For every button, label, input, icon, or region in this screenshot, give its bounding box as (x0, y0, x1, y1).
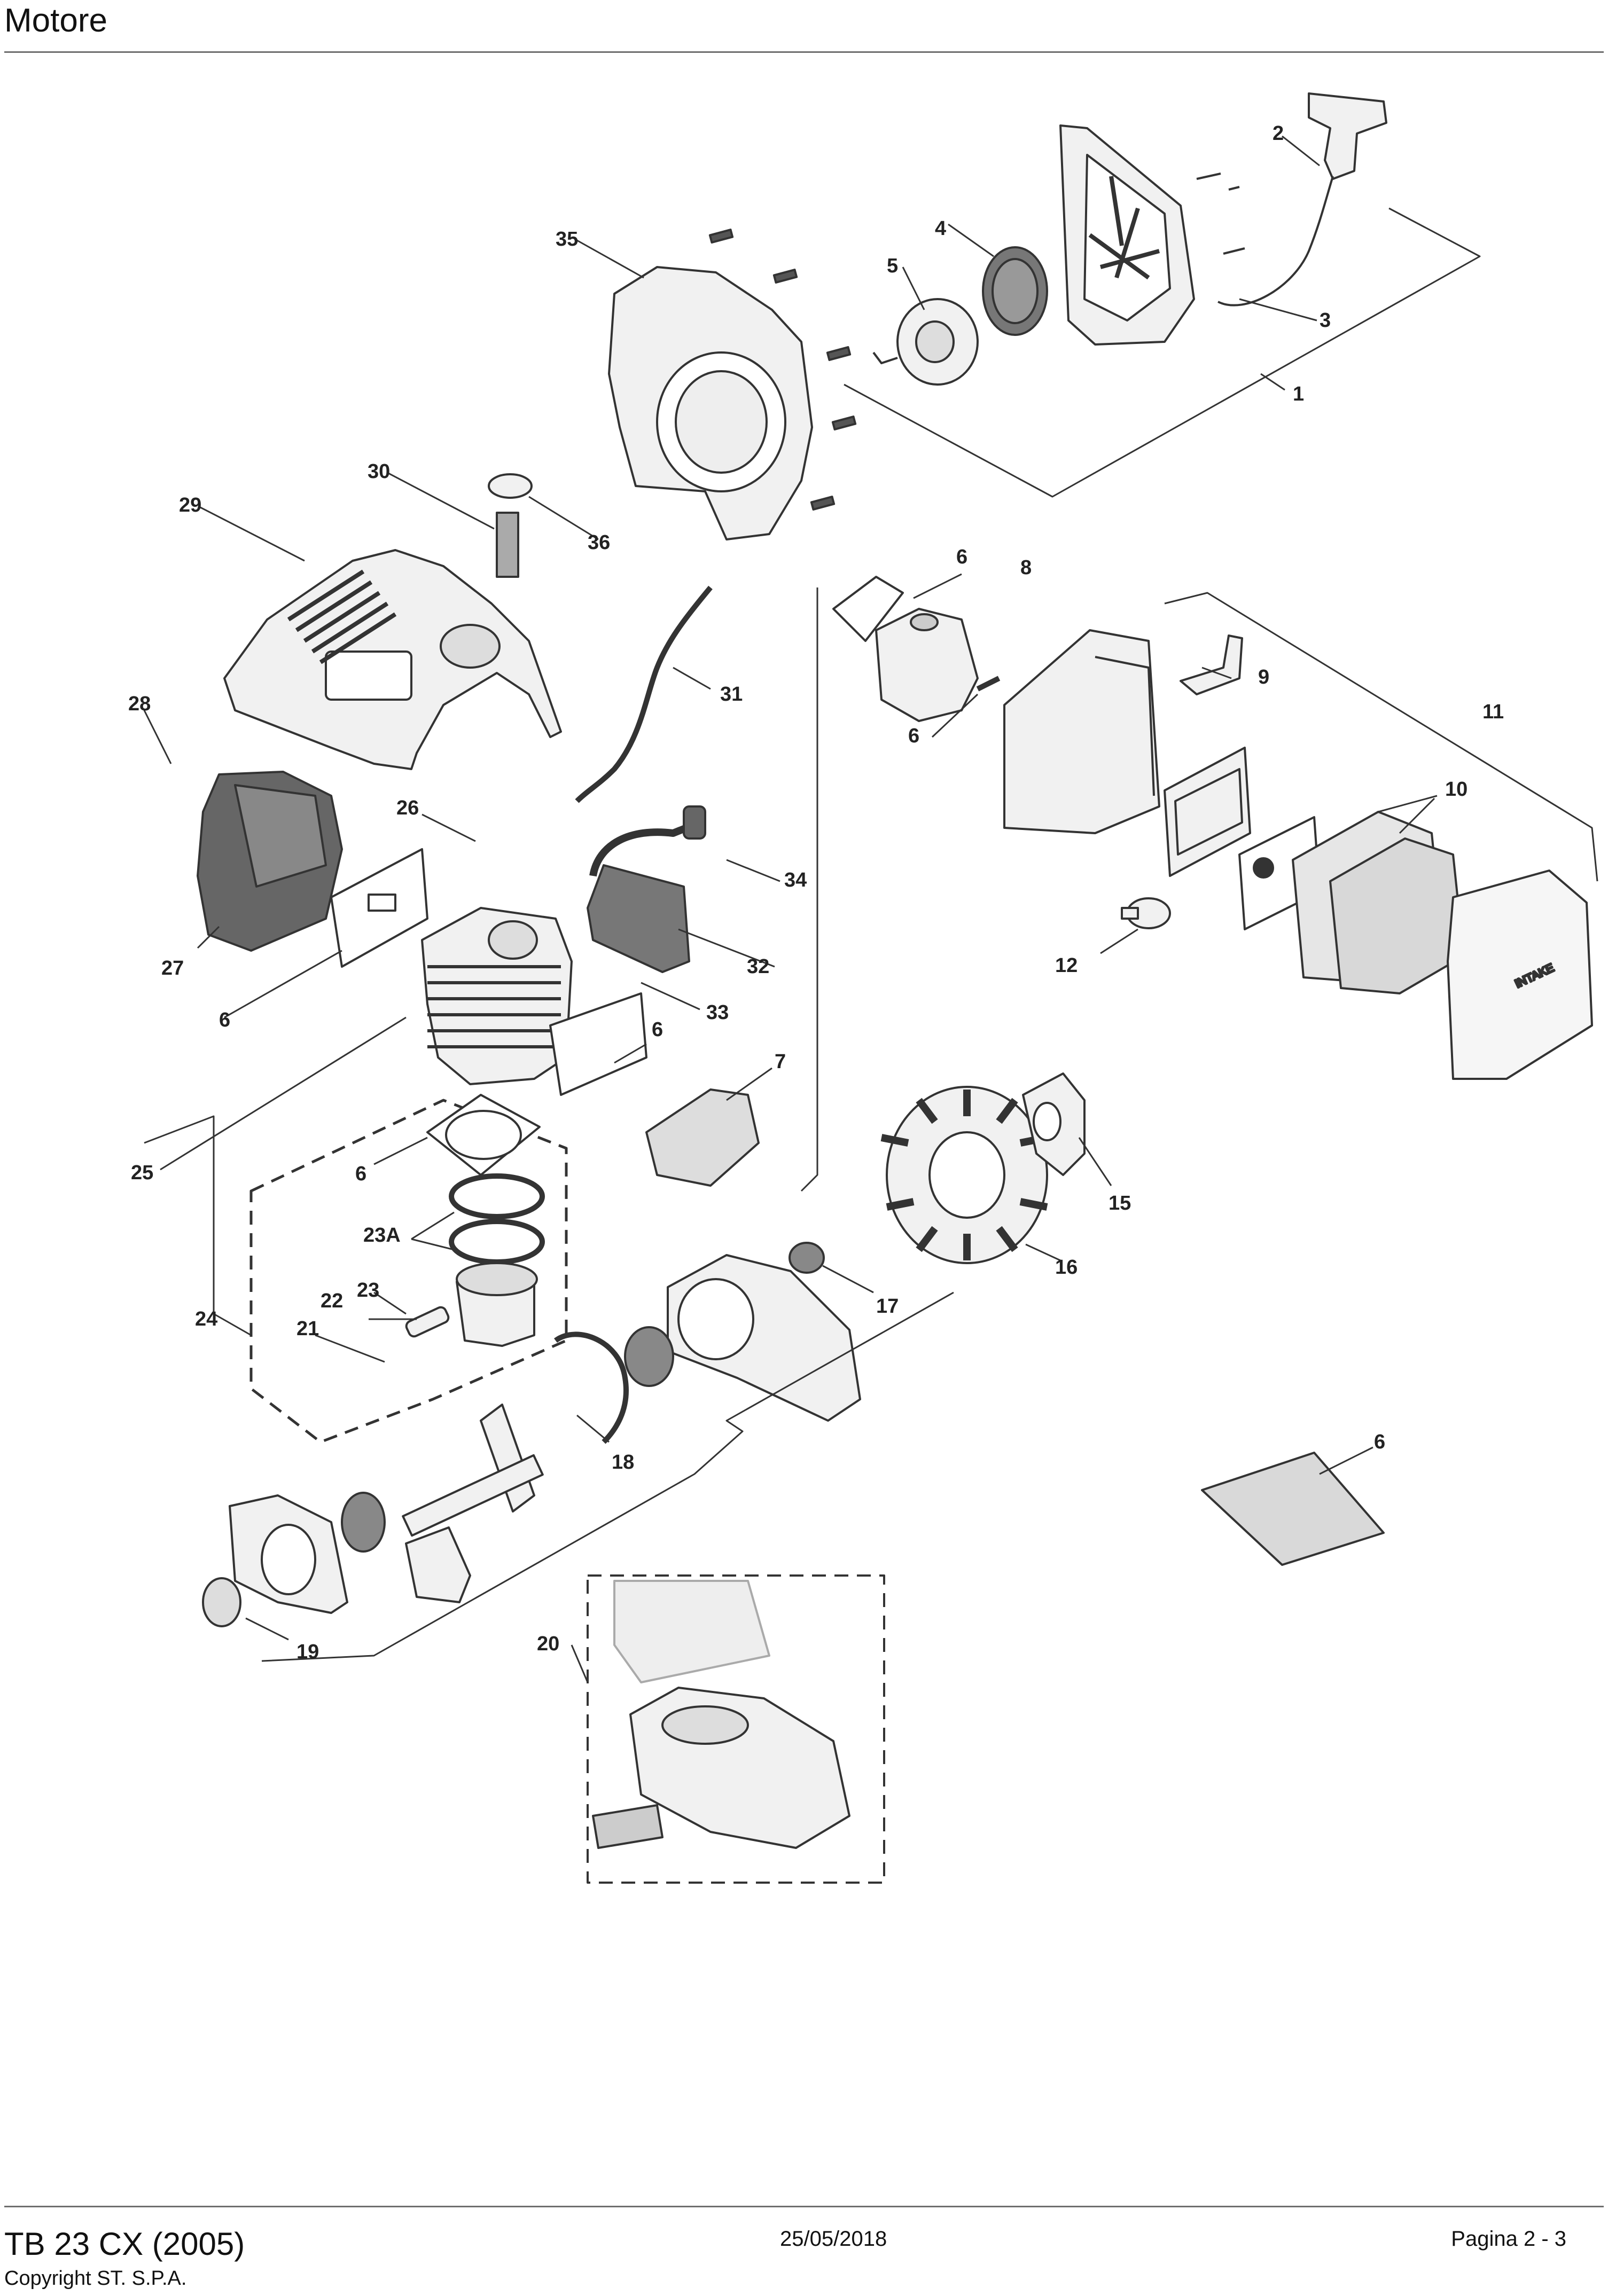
callout-12: 12 (1055, 954, 1078, 977)
callout-15: 15 (1109, 1192, 1131, 1214)
piston (456, 1262, 538, 1347)
callout-19: 19 (296, 1641, 319, 1663)
page-number: Pagina 2 - 3 (1451, 2227, 1566, 2251)
callout-18: 18 (612, 1451, 634, 1474)
callout-6-carb-gasket: 6 (652, 1018, 663, 1041)
housing-screws (708, 229, 857, 511)
starter-pulley (872, 298, 979, 386)
callout-2: 2 (1273, 122, 1284, 145)
crankcase-half (202, 1494, 348, 1627)
carburetor-gasket (549, 992, 647, 1096)
piston-rings (449, 1173, 545, 1265)
callout-20: 20 (537, 1633, 559, 1655)
callout-25: 25 (131, 1162, 153, 1184)
ignition-coil (587, 805, 706, 973)
carburetor (875, 608, 1001, 722)
callout-33: 33 (706, 1001, 729, 1024)
cylinder-cover (223, 549, 562, 770)
filter-plate (1164, 747, 1251, 877)
primer-bulb (1121, 897, 1171, 929)
ignition-wire (575, 585, 713, 803)
crankcase-bearing (624, 1326, 674, 1387)
callout-22: 22 (321, 1290, 343, 1312)
piston-pin (405, 1306, 450, 1338)
callout-4: 4 (935, 217, 946, 240)
callout-16: 16 (1055, 1256, 1078, 1279)
callout-31: 31 (720, 683, 743, 706)
callout-21: 21 (296, 1318, 319, 1340)
engine-assembly-inset (587, 1574, 885, 1884)
page-title: Motore (4, 2, 107, 39)
muffler-gasket (330, 848, 428, 968)
spark-plug (488, 473, 533, 578)
callout-leaders (143, 135, 1438, 1683)
callout-labels: 1 2 3 4 5 35 30 29 36 31 28 26 27 6 34 3… (128, 122, 1504, 1663)
crankshaft-bearing (341, 1492, 386, 1553)
crankshaft (402, 1404, 544, 1603)
muffler (197, 771, 343, 952)
air-filter-box (1003, 629, 1160, 834)
ignition-module (1022, 1072, 1086, 1176)
callout-9: 9 (1258, 666, 1269, 688)
carb-insulator (645, 1088, 760, 1187)
callout-30: 30 (368, 460, 390, 483)
callout-29: 29 (179, 494, 201, 516)
callout-32: 32 (747, 955, 769, 978)
recoil-spring (982, 246, 1048, 336)
callout-23A: 23A (363, 1224, 401, 1247)
callout-6-base-gasket: 6 (355, 1163, 366, 1185)
callout-6-carb-top: 6 (956, 546, 967, 568)
print-date: 25/05/2018 (780, 2227, 887, 2251)
callout-27: 27 (161, 957, 184, 979)
callout-8: 8 (1020, 557, 1032, 579)
callout-35: 35 (556, 228, 578, 250)
retaining-clip (554, 1331, 629, 1444)
callout-1: 1 (1293, 383, 1304, 405)
fan-housing (608, 266, 813, 540)
crankcase-main (667, 1254, 861, 1422)
starter-housing (1059, 124, 1245, 346)
callout-6-carb-bottom: 6 (908, 725, 919, 747)
callout-24: 24 (195, 1308, 217, 1330)
filter-elements (1292, 811, 1465, 994)
callout-26: 26 (396, 797, 419, 819)
callout-28: 28 (128, 693, 151, 715)
copyright: Copyright ST. S.P.A. (4, 2267, 187, 2290)
model-name: TB 23 CX (2005) (4, 2226, 245, 2262)
callout-5: 5 (887, 255, 898, 277)
starter-handle (1217, 92, 1387, 307)
flywheel (880, 1086, 1048, 1264)
carb-gasket (832, 576, 904, 642)
callout-34: 34 (784, 869, 807, 891)
callout-36: 36 (588, 531, 610, 554)
callout-10: 10 (1445, 778, 1468, 801)
callout-11: 11 (1482, 701, 1504, 723)
callout-17: 17 (876, 1295, 899, 1318)
cylinder-base-gasket (426, 1094, 541, 1176)
grease-bag (1201, 1452, 1385, 1566)
callout-7: 7 (775, 1051, 786, 1073)
air-filter-cover: INTAKE (1447, 869, 1593, 1080)
callout-6-grease: 6 (1374, 1431, 1385, 1453)
page-header: Motore (4, 0, 1604, 53)
crank-seal (789, 1242, 825, 1274)
callout-3: 3 (1320, 309, 1331, 332)
choke-lever (1180, 634, 1243, 695)
callout-6-muffler-gasket: 6 (219, 1009, 230, 1031)
cylinder (421, 907, 573, 1085)
page-footer: TB 23 CX (2005) Copyright ST. S.P.A. 25/… (4, 2206, 1604, 2296)
callout-23: 23 (357, 1279, 379, 1302)
